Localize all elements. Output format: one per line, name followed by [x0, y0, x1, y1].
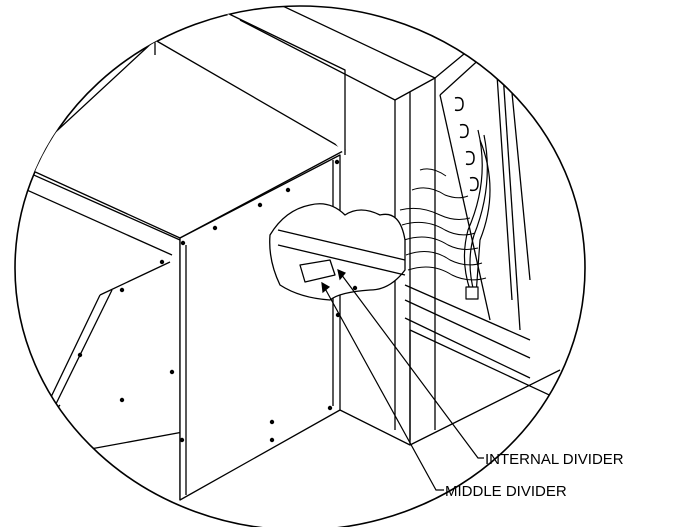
rail-beam: [404, 284, 531, 379]
knockouts: [454, 96, 479, 192]
cutaway: [269, 203, 406, 301]
lower-floor: [339, 329, 561, 446]
leader-lines: [321, 268, 484, 491]
fasteners: [77, 159, 358, 443]
middle-divider-label: MIDDLE DIVIDER: [445, 483, 567, 500]
detail-circle: [14, 5, 586, 527]
internal-divider-label: INTERNAL DIVIDER: [485, 451, 624, 468]
wiring: [463, 129, 491, 300]
